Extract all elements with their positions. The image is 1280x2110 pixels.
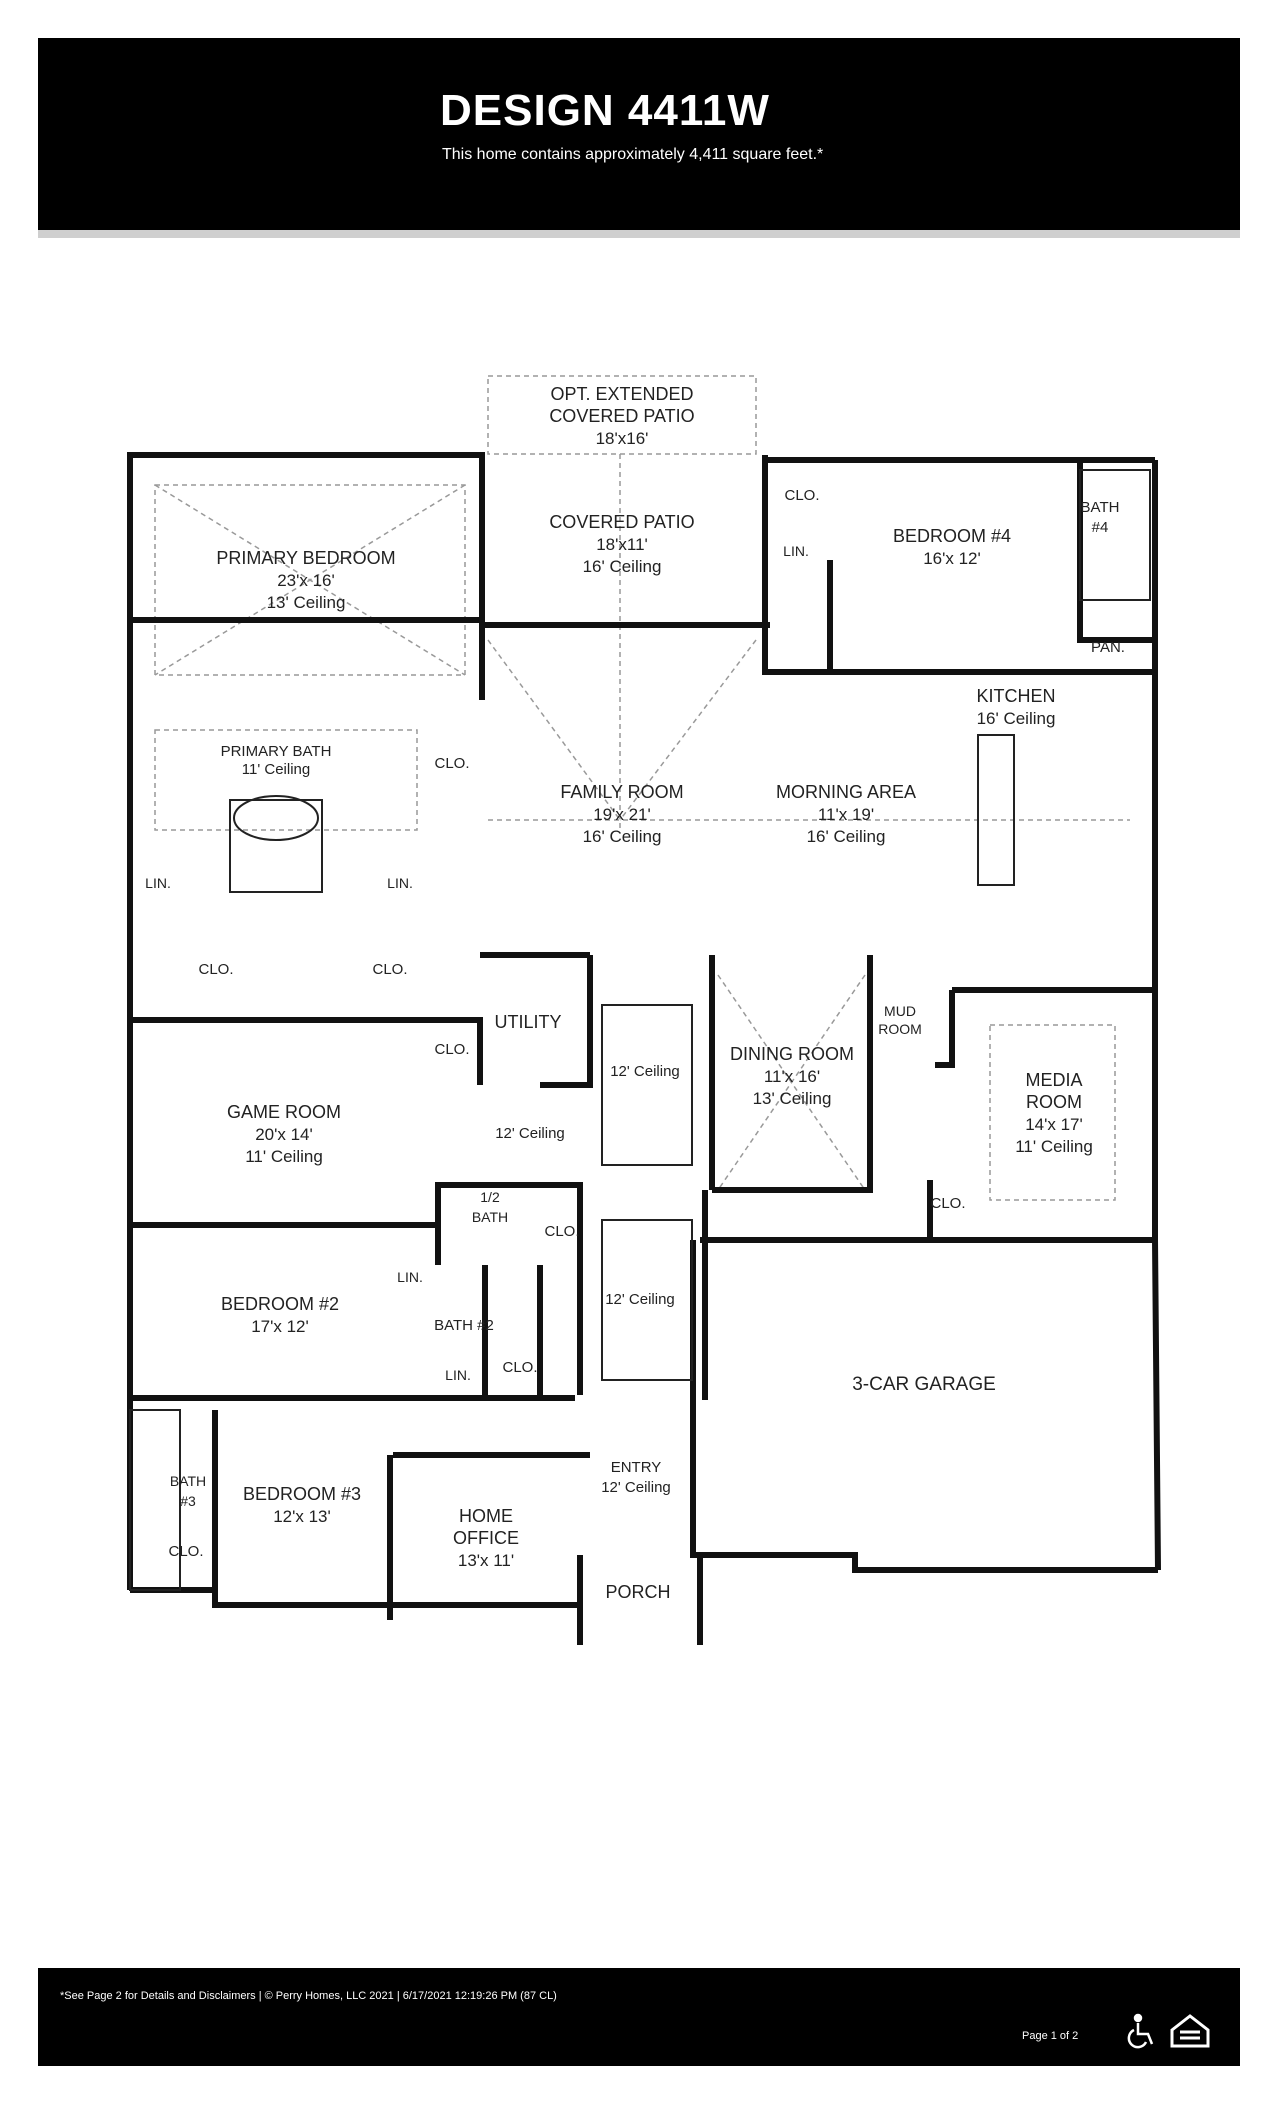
clo-b4-label: CLO.: [784, 487, 819, 504]
footer-disclaimer: *See Page 2 for Details and Disclaimers …: [60, 1990, 557, 2002]
header-banner: [38, 38, 1240, 234]
svg-text:12'x 13': 12'x 13': [273, 1507, 331, 1526]
opt-patio-label: OPT. EXTENDED: [550, 384, 693, 404]
utility-label: UTILITY: [494, 1012, 561, 1032]
svg-text:14'x 17': 14'x 17': [1025, 1115, 1083, 1134]
bath2-label: BATH #2: [434, 1317, 494, 1334]
lin-right-label: LIN.: [387, 875, 413, 891]
svg-text:13'x 11': 13'x 11': [458, 1551, 514, 1570]
svg-text:12' Ceiling: 12' Ceiling: [601, 1479, 671, 1496]
svg-text:#4: #4: [1092, 519, 1109, 536]
svg-text:13' Ceiling: 13' Ceiling: [267, 593, 346, 612]
clo-pb-label: CLO.: [434, 755, 469, 772]
svg-text:11' Ceiling: 11' Ceiling: [242, 761, 310, 778]
primary-bath-label: PRIMARY BATH: [221, 743, 332, 760]
clo-util-label: CLO.: [434, 1041, 469, 1058]
svg-text:#3: #3: [180, 1493, 196, 1509]
svg-text:ROOM: ROOM: [1026, 1092, 1082, 1112]
svg-text:ROOM: ROOM: [878, 1021, 922, 1037]
mud-room-label: MUD: [884, 1003, 916, 1019]
morning-area-label: MORNING AREA: [776, 782, 916, 802]
clo-left-label: CLO.: [198, 961, 233, 978]
clo-b2-label: CLO.: [502, 1359, 537, 1376]
wall-lines: [127, 452, 1161, 1645]
lin-b2b-label: LIN.: [445, 1367, 471, 1383]
accessibility-icon: [1127, 2013, 1154, 2049]
footer-banner: [38, 1968, 1240, 2066]
half-bath-label: 1/2: [480, 1189, 500, 1205]
svg-text:11' Ceiling: 11' Ceiling: [1015, 1137, 1093, 1156]
svg-text:18'x11': 18'x11': [596, 535, 648, 554]
home-office-label: HOME: [459, 1506, 513, 1526]
bedroom2-label: BEDROOM #2: [221, 1294, 339, 1314]
svg-text:19'x 21': 19'x 21': [593, 805, 651, 824]
dining-room-label: DINING ROOM: [730, 1044, 854, 1064]
bedroom4-label: BEDROOM #4: [893, 526, 1011, 546]
svg-text:20'x 14': 20'x 14': [255, 1125, 313, 1144]
clo-b3-label: CLO.: [168, 1543, 203, 1560]
svg-text:13' Ceiling: 13' Ceiling: [753, 1089, 832, 1108]
lin-b2-label: LIN.: [397, 1269, 423, 1285]
page-number: Page 1 of 2: [1022, 2030, 1079, 2042]
hall-ceiling-1: 12' Ceiling: [610, 1063, 680, 1080]
covered-patio-label: COVERED PATIO: [549, 512, 694, 532]
garage-label: 3-CAR GARAGE: [852, 1374, 996, 1395]
lin-left-label: LIN.: [145, 875, 171, 891]
svg-text:11'x 19': 11'x 19': [818, 805, 874, 824]
entry-label: ENTRY: [611, 1459, 662, 1476]
svg-text:16' Ceiling: 16' Ceiling: [583, 827, 662, 846]
clo-hb-label: CLO.: [544, 1223, 579, 1240]
svg-text:16' Ceiling: 16' Ceiling: [977, 709, 1056, 728]
game-room-label: GAME ROOM: [227, 1102, 341, 1122]
header-shadow: [38, 230, 1240, 238]
square-feet-note: This home contains approximately 4,411 s…: [442, 146, 824, 163]
thin-lines: [129, 469, 1151, 1591]
equal-housing-icon: [1170, 2014, 1210, 2048]
bath4-label: BATH: [1081, 499, 1120, 516]
pantry-label: PAN.: [1091, 639, 1125, 656]
svg-text:11' Ceiling: 11' Ceiling: [245, 1147, 323, 1166]
svg-text:17'x 12': 17'x 12': [251, 1317, 309, 1336]
svg-text:16' Ceiling: 16' Ceiling: [583, 557, 662, 576]
svg-text:OFFICE: OFFICE: [453, 1528, 519, 1548]
svg-text:BATH: BATH: [472, 1209, 508, 1225]
svg-text:11'x 16': 11'x 16': [764, 1067, 820, 1086]
hall-ceiling-2: 12' Ceiling: [495, 1125, 565, 1142]
primary-bedroom-label: PRIMARY BEDROOM: [216, 548, 395, 568]
room-labels: OPT. EXTENDED COVERED PATIO 18'x16' COVE…: [145, 384, 1125, 1602]
family-room-label: FAMILY ROOM: [560, 782, 683, 802]
porch-label: PORCH: [605, 1582, 670, 1602]
design-title: DESIGN 4411W: [440, 86, 770, 135]
media-room-label: MEDIA: [1025, 1070, 1082, 1090]
hall-ceiling-3: 12' Ceiling: [605, 1291, 675, 1308]
footer-icons: [1122, 2012, 1222, 2057]
clo-media-label: CLO.: [930, 1195, 965, 1212]
optional-lines: [154, 375, 1130, 1201]
bedroom3-label: BEDROOM #3: [243, 1484, 361, 1504]
svg-text:16' Ceiling: 16' Ceiling: [807, 827, 886, 846]
svg-text:16'x 12': 16'x 12': [923, 549, 981, 568]
svg-text:COVERED PATIO: COVERED PATIO: [549, 406, 694, 426]
clo-right-label: CLO.: [372, 961, 407, 978]
svg-text:23'x 16': 23'x 16': [277, 571, 335, 590]
kitchen-label: KITCHEN: [976, 686, 1055, 706]
svg-text:18'x16': 18'x16': [596, 429, 649, 448]
lin-b4-label: LIN.: [783, 543, 809, 559]
bath3-label: BATH: [170, 1473, 206, 1489]
